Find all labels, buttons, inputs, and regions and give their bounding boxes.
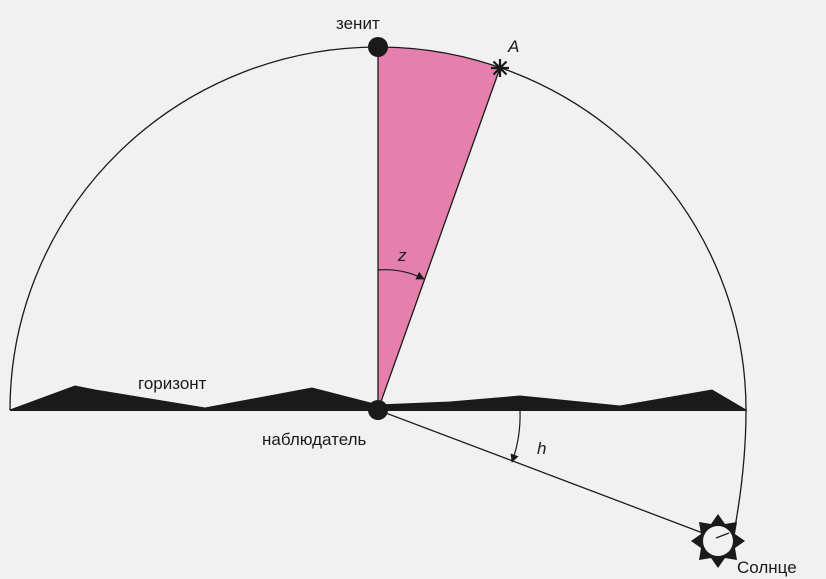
below-horizon-arc — [732, 409, 747, 539]
zenith-distance-sector — [378, 46, 500, 411]
horizon-terrain — [9, 385, 748, 411]
observer-point — [368, 400, 388, 420]
altitude-label: h — [537, 439, 546, 458]
zenith-angle-arrow — [377, 269, 425, 280]
sun-icon — [691, 514, 745, 568]
zenith-point — [368, 37, 388, 57]
altitude-angle-arrow — [510, 409, 521, 463]
horizon-label: горизонт — [138, 374, 207, 393]
sun-label: Солнце — [737, 558, 797, 577]
observer-label: наблюдатель — [262, 430, 367, 449]
star-label: A — [507, 37, 519, 56]
sun-direction-line — [377, 409, 717, 539]
zenith-label: зенит — [336, 14, 380, 33]
zenith-angle-label: z — [397, 246, 407, 265]
star-icon — [491, 59, 509, 77]
star-direction-line — [377, 67, 501, 411]
